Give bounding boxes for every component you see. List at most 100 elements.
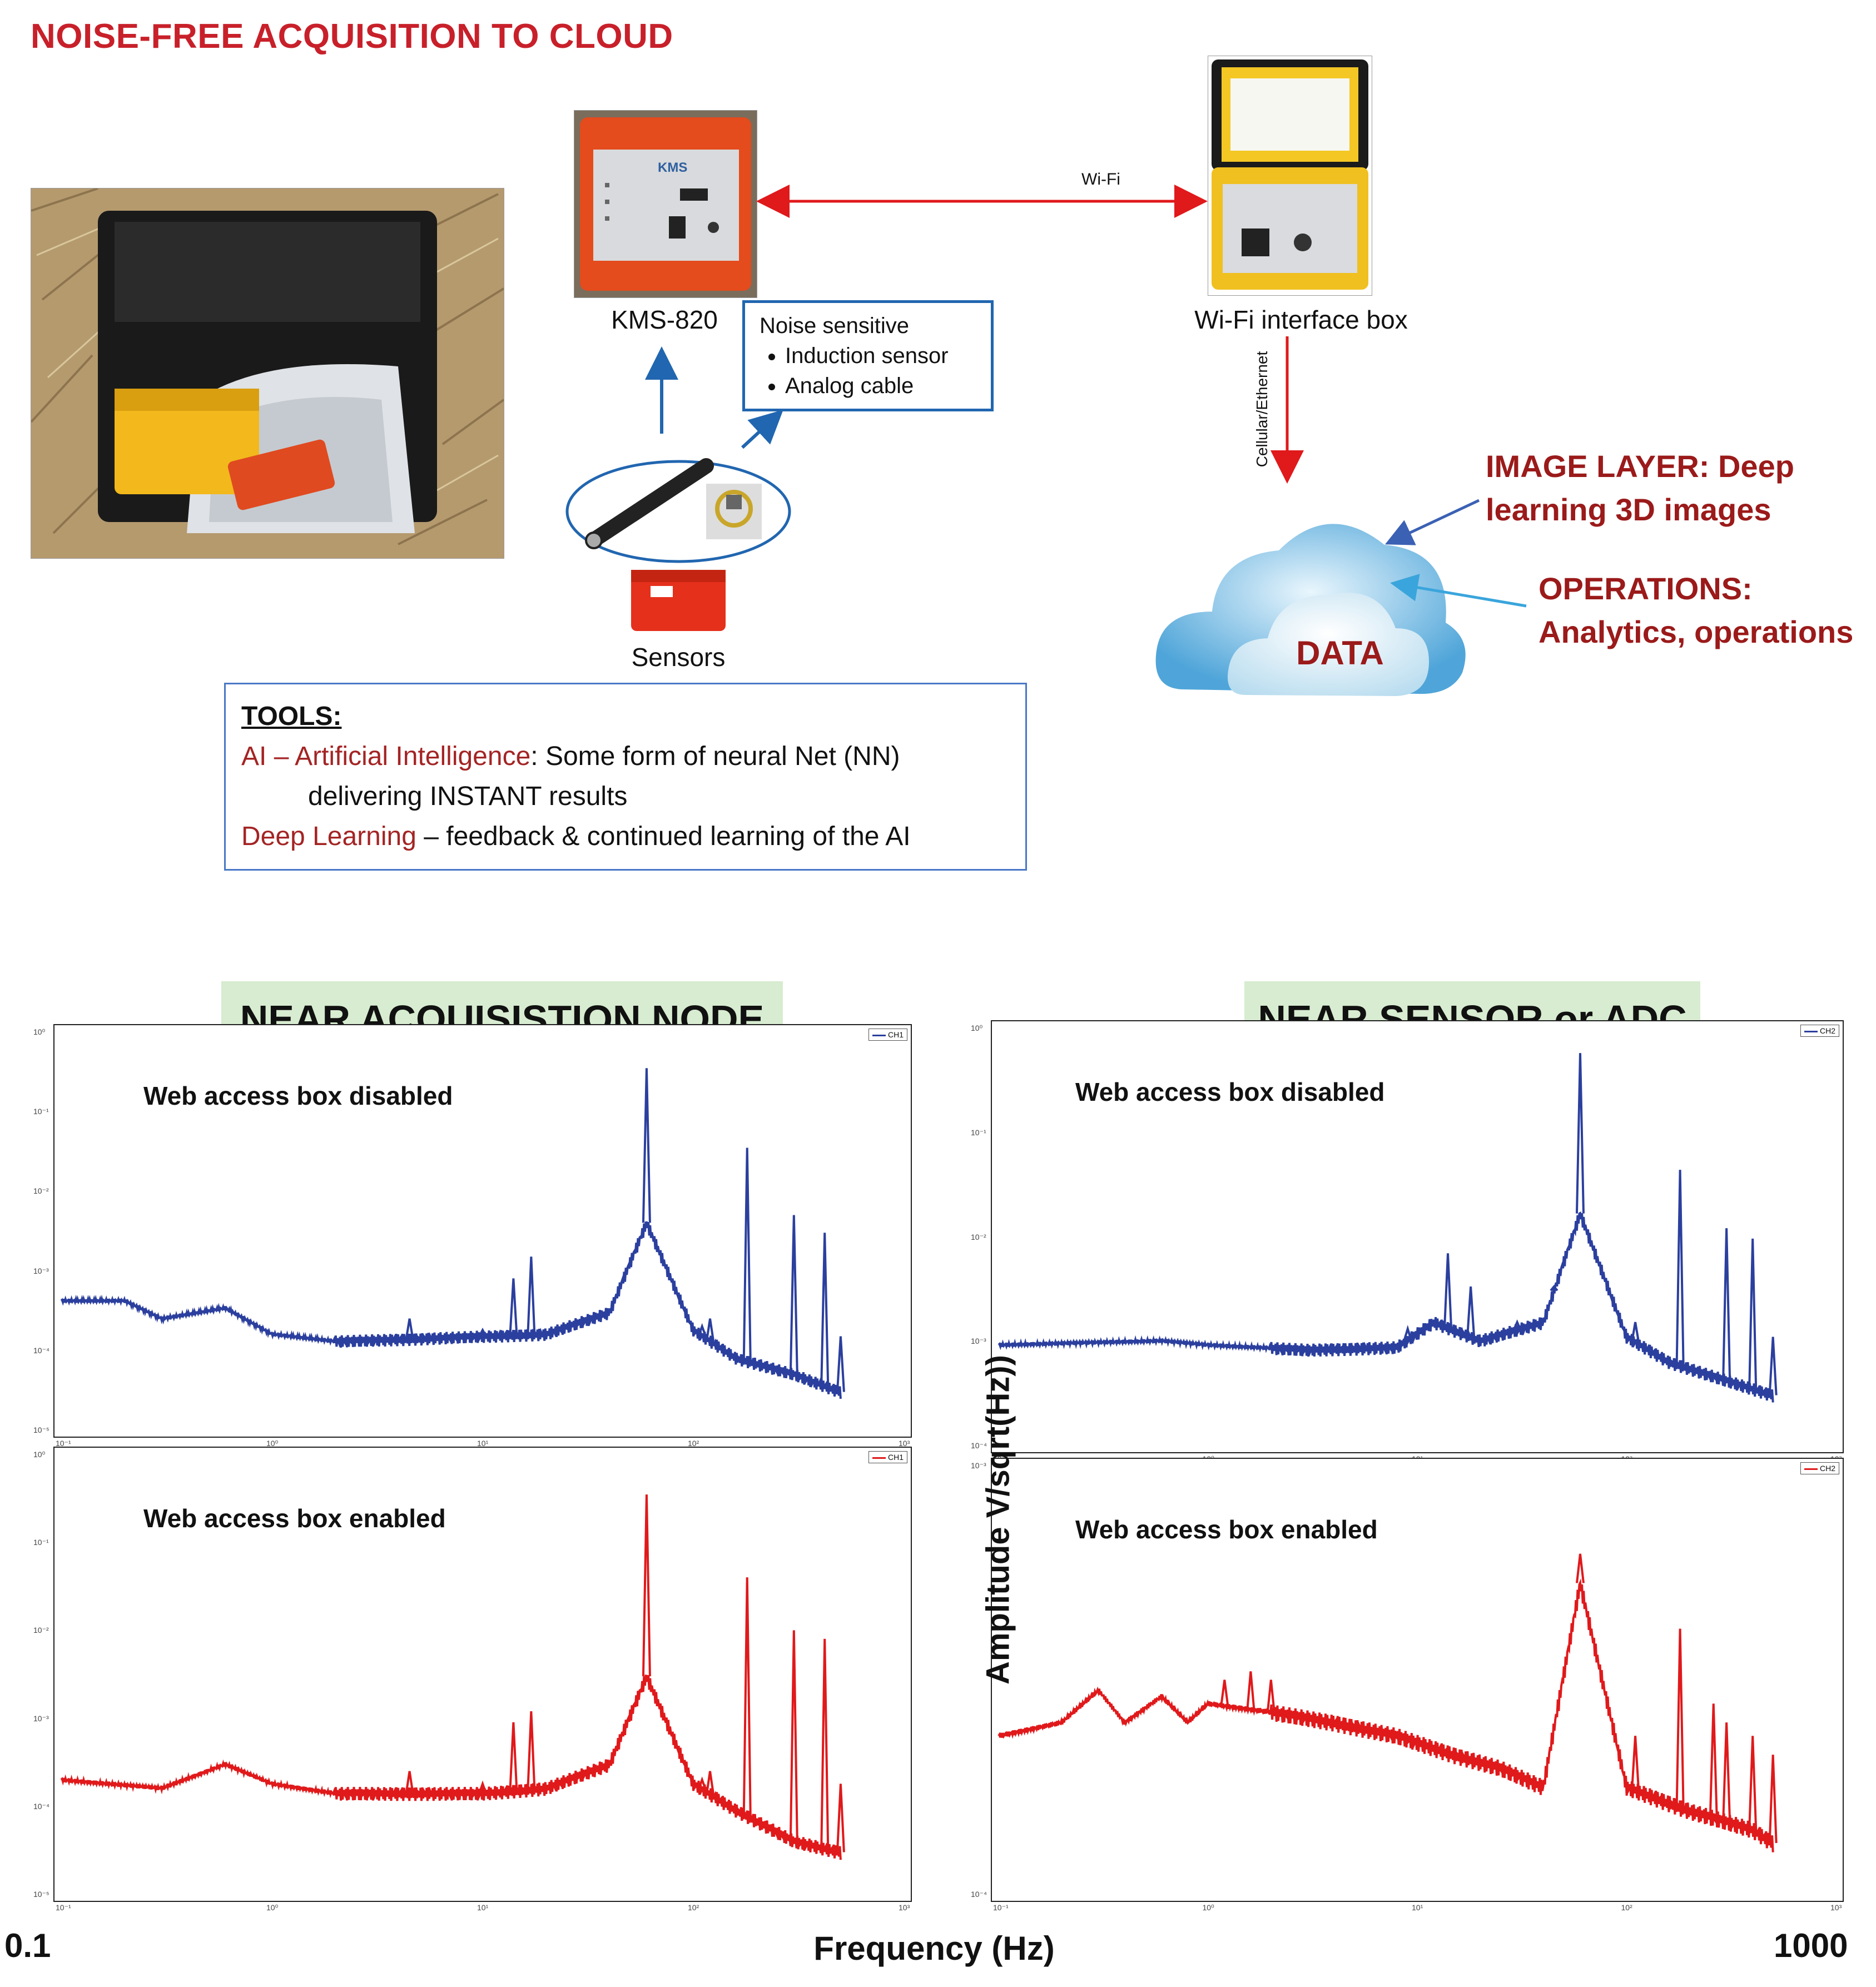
y-tick-label: 10⁻³ <box>971 1337 986 1346</box>
spectrum-peak <box>742 1148 752 1362</box>
y-tick-label: 10⁻² <box>33 1626 49 1635</box>
spectrum-peak <box>820 1233 830 1386</box>
spectrum-peak <box>1748 1736 1758 1830</box>
legend-series-name: CH2 <box>1819 1464 1835 1473</box>
sensor-group-ellipse <box>565 458 791 563</box>
spectrum-peak <box>405 1771 414 1794</box>
x-tick-label: 10⁻¹ <box>993 1903 1009 1912</box>
legend-swatch <box>872 1034 886 1036</box>
spectrum-peak <box>527 1256 536 1335</box>
x-tick-label: 10² <box>1621 1903 1632 1912</box>
spectrum-peak <box>478 1780 487 1794</box>
field-case-photo <box>31 188 504 559</box>
spectrum-line <box>997 1578 1774 1852</box>
wifi-box-label: Wi-Fi interface box <box>1194 305 1408 334</box>
x-tick-label: 10³ <box>899 1903 910 1912</box>
y-tick-label: 10⁻¹ <box>971 1127 986 1137</box>
cloud-data-label: DATA <box>1296 634 1384 672</box>
spectrum-peak <box>579 1770 588 1775</box>
spectrum-peak <box>789 1630 798 1841</box>
spectrum-line <box>997 1211 1774 1403</box>
y-tick-label: 10⁻² <box>971 1232 986 1241</box>
induction-sensor-icon <box>585 458 714 549</box>
y-tick-label: 10⁰ <box>971 1024 983 1032</box>
y-tick-label: 10⁻⁵ <box>33 1425 49 1434</box>
spectrum-peak <box>1748 1238 1758 1389</box>
legend-swatch <box>1804 1468 1818 1470</box>
spectrum-peak <box>478 1327 487 1337</box>
spectrum-plot-svg <box>997 1053 1778 1403</box>
spectrum-plot-svg <box>997 1553 1778 1852</box>
spectrum-peak <box>1246 1671 1255 1710</box>
x-tick-label: 10² <box>688 1903 699 1912</box>
spectrum-peak <box>642 1068 651 1223</box>
spectrum-peak <box>1768 1755 1778 1844</box>
noise-note-item: Induction sensor <box>785 341 976 371</box>
spectrum-peak <box>697 1323 707 1337</box>
noise-sensitive-note: Noise sensitive Induction sensor Analog … <box>742 300 994 411</box>
ai-desc: : Some form of neural Net (NN) <box>530 742 900 771</box>
y-tick-label: 10⁻³ <box>33 1713 49 1723</box>
chart-annotation: Web access box enabled <box>143 1504 446 1533</box>
kms-820-device-photo: KMS <box>574 110 757 298</box>
x-tick-label: 10⁰ <box>266 1903 279 1912</box>
tools-dl-line: Deep Learning – feedback & continued lea… <box>241 817 1010 857</box>
y-tick-label: 10⁻⁴ <box>33 1345 49 1355</box>
image-layer-text: IMAGE LAYER: Deep learning 3D images <box>1486 445 1847 531</box>
legend-series-name: CH1 <box>887 1453 904 1462</box>
x-tick-label: 10² <box>688 1439 699 1448</box>
tools-box: TOOLS: AI – Artificial Intelligence: Som… <box>224 683 1027 871</box>
y-tick-label: 10⁻² <box>33 1186 49 1196</box>
spectrum-peak <box>405 1318 414 1339</box>
spectrum-plot-svg <box>60 1494 845 1860</box>
x-tick-label: 10⁻¹ <box>56 1903 71 1912</box>
legend-series-name: CH1 <box>887 1030 904 1039</box>
spectrum-peak <box>1512 1319 1522 1330</box>
spectrum-plot-svg <box>60 1068 845 1399</box>
spectrum-peak <box>509 1278 518 1335</box>
spectrum-peak <box>1675 1628 1685 1807</box>
noise-note-item: Analog cable <box>785 371 976 401</box>
spectrum-peak <box>1631 1736 1640 1791</box>
spectrum-peak <box>1575 1553 1585 1583</box>
dl-term: Deep Learning <box>241 822 416 851</box>
operations-line: Analytics, operations <box>1538 614 1854 649</box>
spectrum-peak <box>642 1494 651 1677</box>
x-tick-label: 10³ <box>1830 1903 1842 1912</box>
ai-term: AI – Artificial Intelligence <box>241 742 531 771</box>
kms-brand-text: KMS <box>658 160 687 175</box>
chart-annotation: Web access box disabled <box>143 1081 453 1110</box>
image-layer-line: learning 3D images <box>1486 492 1771 527</box>
operations-text: OPERATIONS: Analytics, operations <box>1538 567 1872 654</box>
spectrum-peak <box>1403 1325 1412 1340</box>
chart-top-right: 10⁻¹10⁰10¹10²10³10⁰10⁻¹10⁻²10⁻³10⁻⁴CH2We… <box>971 1020 1844 1463</box>
y-tick-label: 10⁻¹ <box>33 1538 49 1547</box>
spectrum-peak <box>836 1784 845 1852</box>
chart-legend: CH2 <box>1800 1462 1839 1474</box>
noise-note-heading: Noise sensitive <box>760 314 910 338</box>
image-layer-line: IMAGE LAYER: Deep <box>1486 449 1794 484</box>
spectrum-peak <box>579 1317 588 1323</box>
spectrum-peak <box>789 1215 798 1374</box>
wifi-link-label: Wi-Fi <box>1081 170 1120 188</box>
image-layer-arrow <box>1384 499 1480 545</box>
wifi-interface-box-photo <box>1208 56 1372 296</box>
y-tick-label: 10⁻⁴ <box>33 1801 49 1811</box>
x-axis-min-label: 0.1 <box>4 1927 51 1964</box>
x-tick-label: 10⁰ <box>1202 1903 1214 1912</box>
spectrum-peak <box>1550 1285 1559 1291</box>
tools-ai-line: AI – Artificial Intelligence: Some form … <box>241 737 1010 777</box>
sensors-case-photo <box>628 567 728 634</box>
y-tick-label: 10⁻⁴ <box>971 1890 987 1899</box>
spectrum-peak <box>1722 1722 1731 1822</box>
spectrum-peak <box>1675 1170 1685 1366</box>
x-tick-label: 10¹ <box>477 1439 489 1448</box>
spectrum-line <box>60 1674 842 1860</box>
operations-arrow <box>1390 574 1527 608</box>
cellular-ethernet-label: Cellular/Ethernet <box>1253 351 1270 468</box>
chart-legend: CH1 <box>868 1029 907 1041</box>
spectrum-peak <box>1768 1337 1778 1395</box>
operations-line: OPERATIONS: <box>1538 571 1753 606</box>
legend-swatch <box>1804 1030 1818 1032</box>
